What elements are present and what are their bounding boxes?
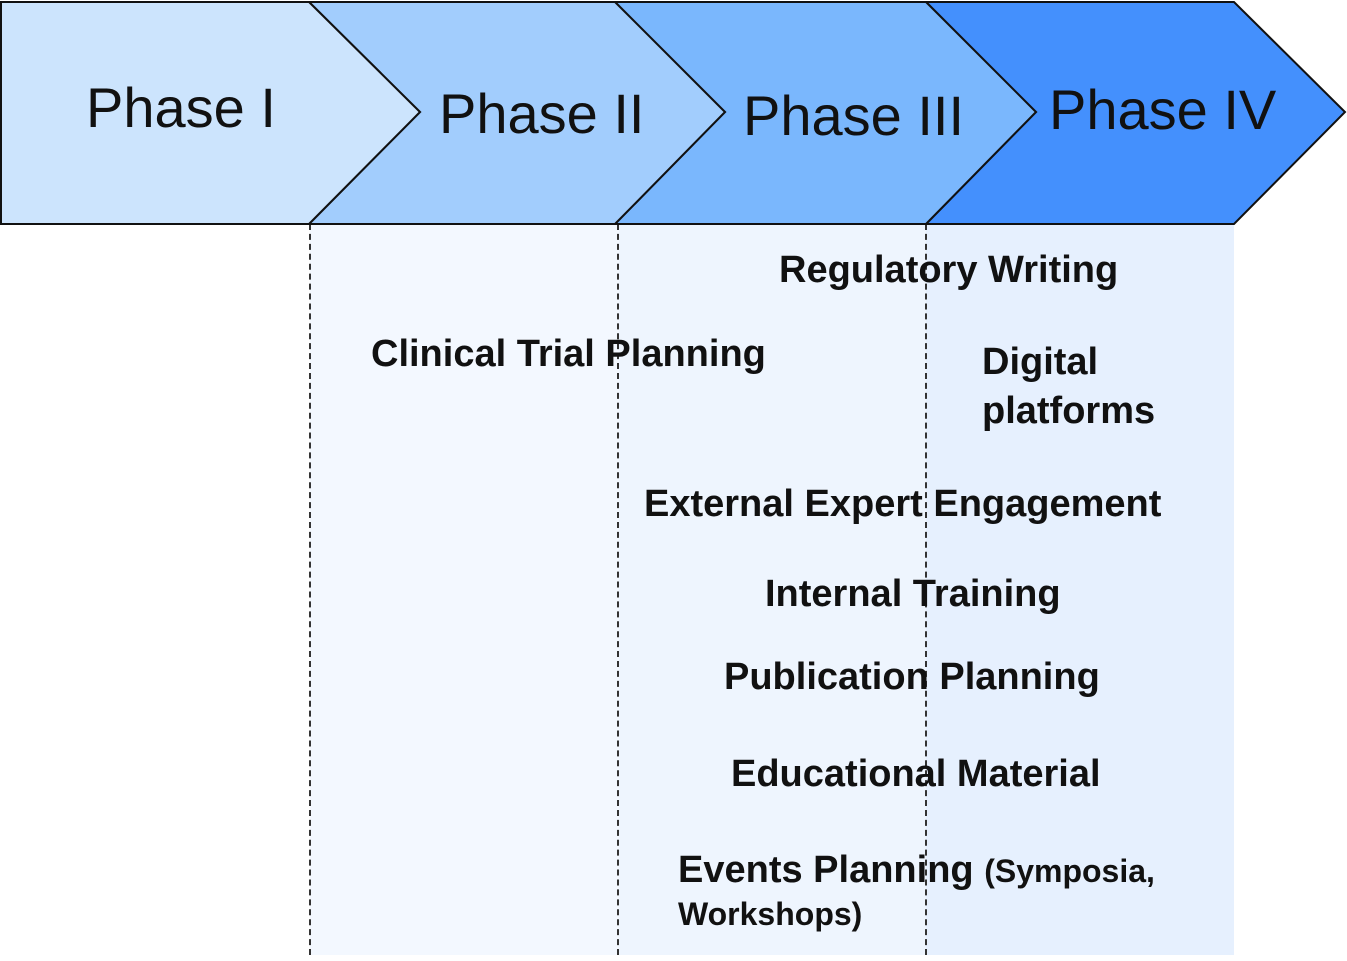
activity-events-planning: Events Planning (Symposia, Workshops) xyxy=(678,846,1155,934)
activity-publication-planning: Publication Planning xyxy=(724,656,1100,698)
lane-phase-3 xyxy=(619,224,926,955)
divider-phase-3 xyxy=(617,224,619,955)
activity-internal-training: Internal Training xyxy=(765,573,1061,615)
activity-regulatory-writing: Regulatory Writing xyxy=(779,249,1119,291)
phase-1-label: Phase I xyxy=(86,76,276,139)
phase-2-label: Phase II xyxy=(439,82,645,145)
activity-digital-platforms-line-2: platforms xyxy=(982,390,1156,433)
lane-phase-2 xyxy=(310,224,619,955)
divider-phase-4 xyxy=(925,224,927,955)
activity-clinical-trial-planning: Clinical Trial Planning xyxy=(371,333,766,375)
phase-4-label: Phase IV xyxy=(1049,78,1277,141)
activity-digital-platforms: Digital platforms xyxy=(982,338,1155,437)
activity-events-planning-detail-1: (Symposia, xyxy=(984,853,1155,889)
phase-1-chevron xyxy=(0,1,422,225)
activity-events-planning-main: Events Planning xyxy=(678,849,974,891)
phase-3-label: Phase III xyxy=(743,84,965,147)
divider-phase-2 xyxy=(309,224,311,955)
activity-external-expert-engagement: External Expert Engagement xyxy=(644,483,1162,525)
activity-events-planning-detail-2: Workshops) xyxy=(678,896,863,933)
activity-digital-platforms-line-1: Digital xyxy=(982,341,1099,383)
activity-educational-material: Educational Material xyxy=(731,753,1101,795)
lane-phase-4 xyxy=(926,224,1234,955)
